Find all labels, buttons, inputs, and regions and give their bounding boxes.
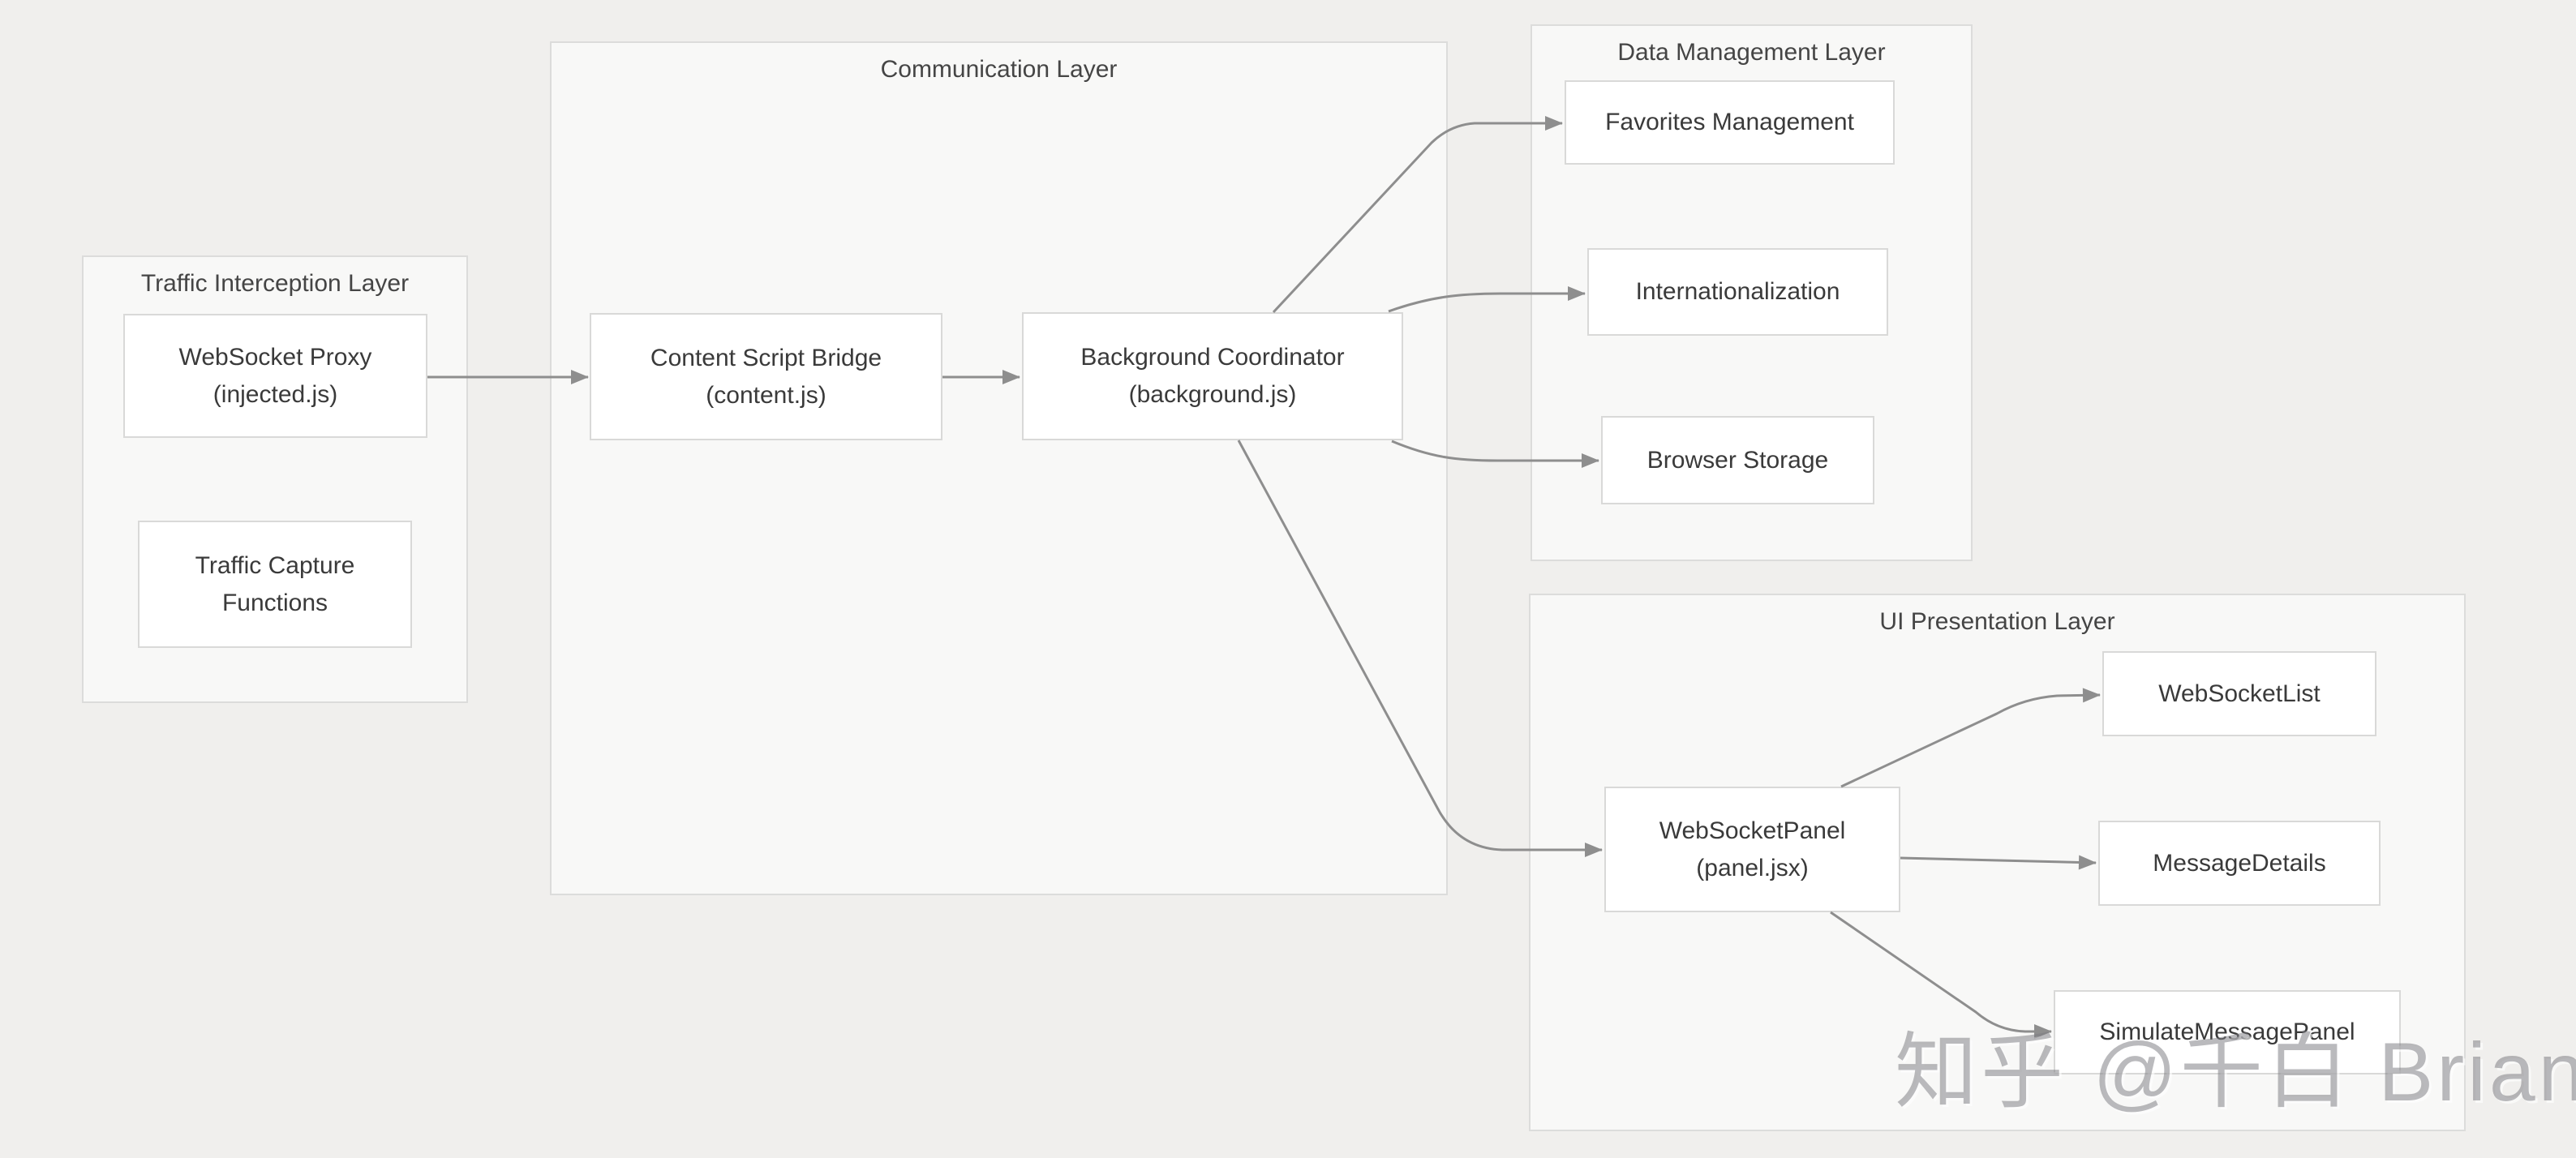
node-label-traffic-capture: Traffic Capture Functions [195,551,355,616]
node-browser-storage: Browser Storage [1601,416,1874,504]
node-label-background-coordinator: Background Coordinator (background.js) [1080,344,1345,408]
node-favorites-management: Favorites Management [1565,80,1895,165]
node-label-favorites-management: Favorites Management [1605,109,1854,135]
node-message-details: MessageDetails [2098,821,2381,906]
node-label-websocket-proxy: WebSocket Proxy (injected.js) [178,343,372,408]
node-label-content-script-bridge: Content Script Bridge (content.js) [650,344,882,409]
node-traffic-capture: Traffic Capture Functions [138,521,412,648]
node-websocket-panel: WebSocketPanel (panel.jsx) [1604,787,1900,912]
node-websocket-list: WebSocketList [2102,651,2376,736]
node-label-message-details: MessageDetails [2153,849,2326,877]
node-label-browser-storage: Browser Storage [1646,446,1829,474]
layer-title-ui-presentation-layer: UI Presentation Layer [1879,608,2115,635]
node-content-script-bridge: Content Script Bridge (content.js) [590,313,942,440]
layer-title-communication-layer: Communication Layer [880,56,1118,83]
layer-communication-layer: Communication Layer [550,41,1448,895]
node-internationalization: Internationalization [1587,248,1888,336]
node-label-internationalization: Internationalization [1635,278,1840,305]
node-label-simulate-message-panel: SimulateMessagePanel [2099,1019,2355,1045]
node-label-websocket-panel: WebSocketPanel (panel.jsx) [1659,817,1846,881]
node-websocket-proxy: WebSocket Proxy (injected.js) [123,314,427,438]
node-simulate-message-panel: SimulateMessagePanel [2054,990,2401,1074]
node-background-coordinator: Background Coordinator (background.js) [1022,312,1403,440]
layer-title-data-management-layer: Data Management Layer [1617,39,1886,66]
layer-title-traffic-interception-layer: Traffic Interception Layer [140,270,410,297]
node-label-websocket-list: WebSocketList [2158,680,2321,707]
